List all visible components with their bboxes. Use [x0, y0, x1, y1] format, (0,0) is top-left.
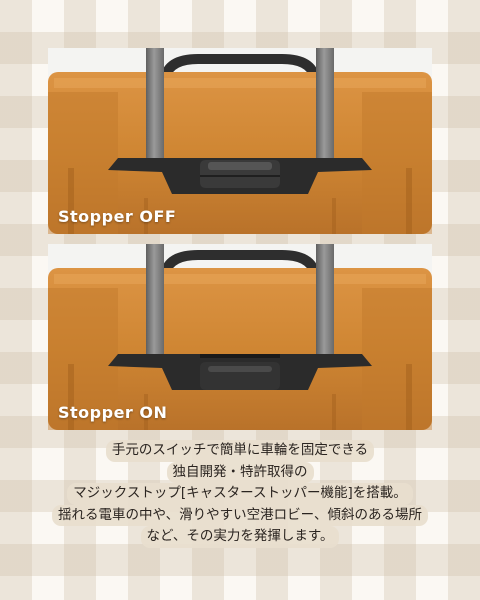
suitcase-top-off-image	[48, 48, 432, 234]
description-line: 独自開発・特許取得の	[166, 461, 314, 483]
description-line: マジックストップ[キャスターストッパー機能]を搭載。	[67, 483, 413, 505]
stopper-off-label: Stopper OFF	[58, 207, 177, 226]
description-line: 手元のスイッチで簡単に車輪を固定できる	[105, 440, 375, 462]
description-line: 揺れる電車の中や、滑りやすい空港ロビー、傾斜のある場所	[52, 504, 428, 526]
suitcase-top-on-image	[48, 244, 432, 430]
stopper-off-photo: Stopper OFF	[48, 48, 432, 234]
stopper-on-label: Stopper ON	[58, 403, 168, 422]
feature-description: 手元のスイッチで簡単に車輪を固定できる 独自開発・特許取得の マジックストップ[…	[0, 440, 480, 548]
description-line: など、その実力を発揮します。	[140, 526, 340, 548]
stopper-on-photo: Stopper ON	[48, 244, 432, 430]
